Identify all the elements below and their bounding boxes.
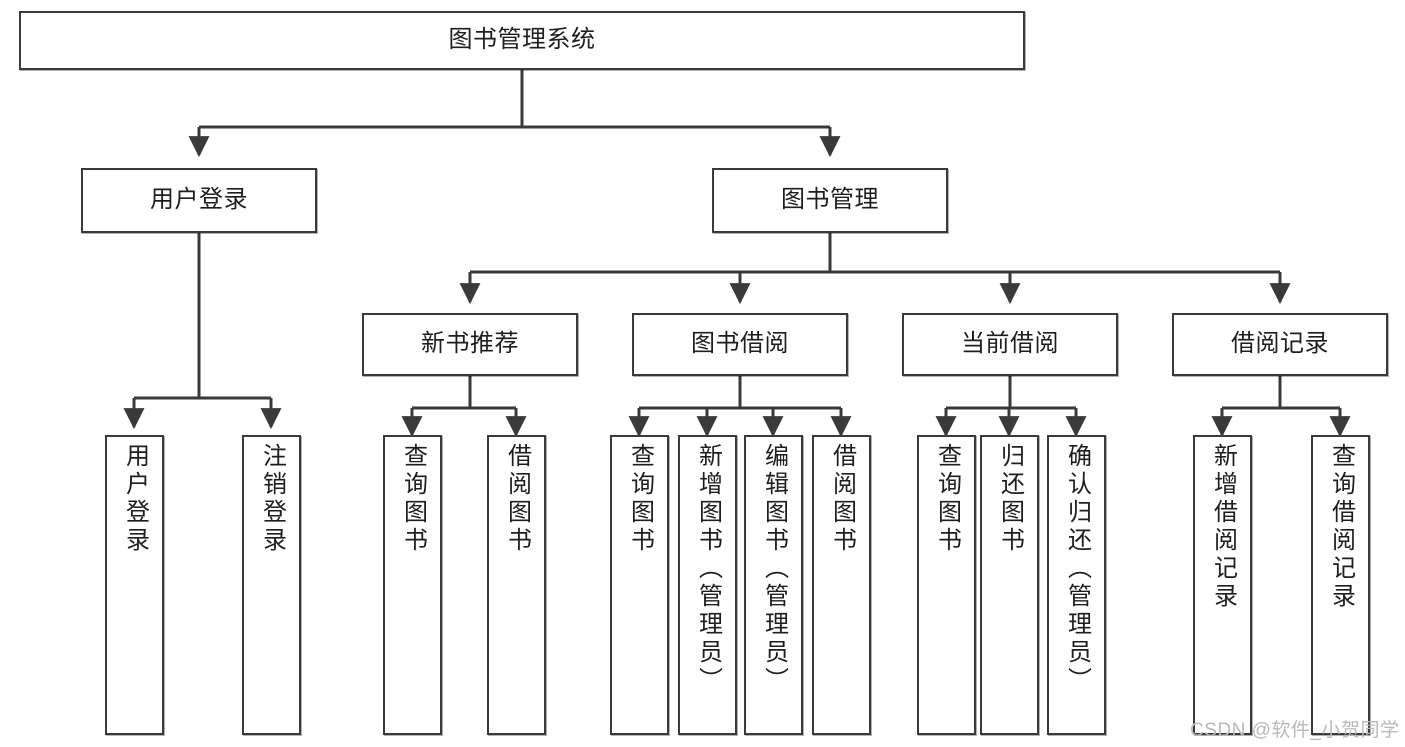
leaf-borrow-add-book-label: 新增图书（管理员）	[694, 443, 722, 695]
leaf-current-query-book[interactable]: 查询图书	[917, 435, 976, 735]
leaf-record-query-record-label: 查询借阅记录	[1327, 443, 1355, 611]
leaf-record-add-record[interactable]: 新增借阅记录	[1193, 435, 1252, 735]
node-current-borrow[interactable]: 当前借阅	[902, 313, 1118, 376]
leaf-borrow-edit-book-label: 编辑图书（管理员）	[760, 443, 788, 695]
leaf-current-confirm-return[interactable]: 确认归还（管理员）	[1047, 435, 1106, 735]
node-new-book-recommend[interactable]: 新书推荐	[362, 313, 578, 376]
leaf-record-add-record-label: 新增借阅记录	[1209, 443, 1237, 611]
leaf-borrow-borrow-book-label: 借阅图书	[828, 443, 856, 555]
node-book-borrow-label: 图书借阅	[691, 330, 789, 358]
leaf-user-login-logout-label: 注销登录	[258, 443, 286, 555]
leaf-current-return-book-label: 归还图书	[996, 443, 1024, 555]
leaf-borrow-add-book[interactable]: 新增图书（管理员）	[678, 435, 737, 735]
leaf-user-login-logout[interactable]: 注销登录	[242, 435, 301, 735]
node-borrow-record[interactable]: 借阅记录	[1172, 313, 1388, 376]
leaf-current-query-book-label: 查询图书	[933, 443, 961, 555]
leaf-borrow-query-book-label: 查询图书	[626, 443, 654, 555]
leaf-borrow-edit-book[interactable]: 编辑图书（管理员）	[744, 435, 803, 735]
leaf-user-login-login[interactable]: 用户登录	[105, 435, 164, 735]
node-root[interactable]: 图书管理系统	[19, 11, 1025, 70]
node-book-management-label: 图书管理	[781, 186, 879, 214]
leaf-recommend-query-book-label: 查询图书	[399, 443, 427, 555]
node-current-borrow-label: 当前借阅	[961, 330, 1059, 358]
node-book-borrow[interactable]: 图书借阅	[632, 313, 848, 376]
leaf-record-query-record[interactable]: 查询借阅记录	[1311, 435, 1370, 735]
leaf-current-confirm-return-label: 确认归还（管理员）	[1063, 443, 1091, 695]
node-new-book-recommend-label: 新书推荐	[421, 330, 519, 358]
leaf-borrow-query-book[interactable]: 查询图书	[610, 435, 669, 735]
node-root-label: 图书管理系统	[448, 26, 596, 54]
node-borrow-record-label: 借阅记录	[1231, 330, 1329, 358]
leaf-recommend-borrow-book-label: 借阅图书	[503, 443, 531, 555]
leaf-recommend-borrow-book[interactable]: 借阅图书	[487, 435, 546, 735]
leaf-current-return-book[interactable]: 归还图书	[980, 435, 1039, 735]
leaf-borrow-borrow-book[interactable]: 借阅图书	[812, 435, 871, 735]
node-book-management[interactable]: 图书管理	[712, 168, 948, 233]
leaf-user-login-login-label: 用户登录	[121, 443, 149, 555]
node-user-login-label: 用户登录	[150, 186, 248, 214]
leaf-recommend-query-book[interactable]: 查询图书	[383, 435, 442, 735]
node-user-login[interactable]: 用户登录	[81, 168, 317, 233]
